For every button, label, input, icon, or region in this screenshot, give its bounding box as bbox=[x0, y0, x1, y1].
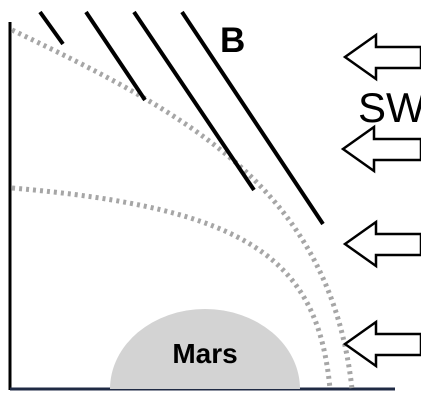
field-label: B bbox=[220, 21, 245, 60]
left-arrow-icon bbox=[342, 219, 421, 269]
left-arrow-icon bbox=[342, 32, 421, 82]
solar-wind-label: SW bbox=[358, 84, 421, 131]
left-arrow-icon bbox=[340, 124, 421, 174]
field-line-4 bbox=[180, 10, 325, 226]
left-arrow-icon bbox=[342, 319, 421, 369]
mars-planet bbox=[110, 309, 300, 389]
field-line-3 bbox=[132, 10, 256, 192]
mars-label: Mars bbox=[172, 338, 237, 369]
field-line-1 bbox=[38, 10, 65, 46]
field-line-2 bbox=[84, 10, 147, 102]
induced-magnetosphere-boundary bbox=[11, 185, 333, 390]
